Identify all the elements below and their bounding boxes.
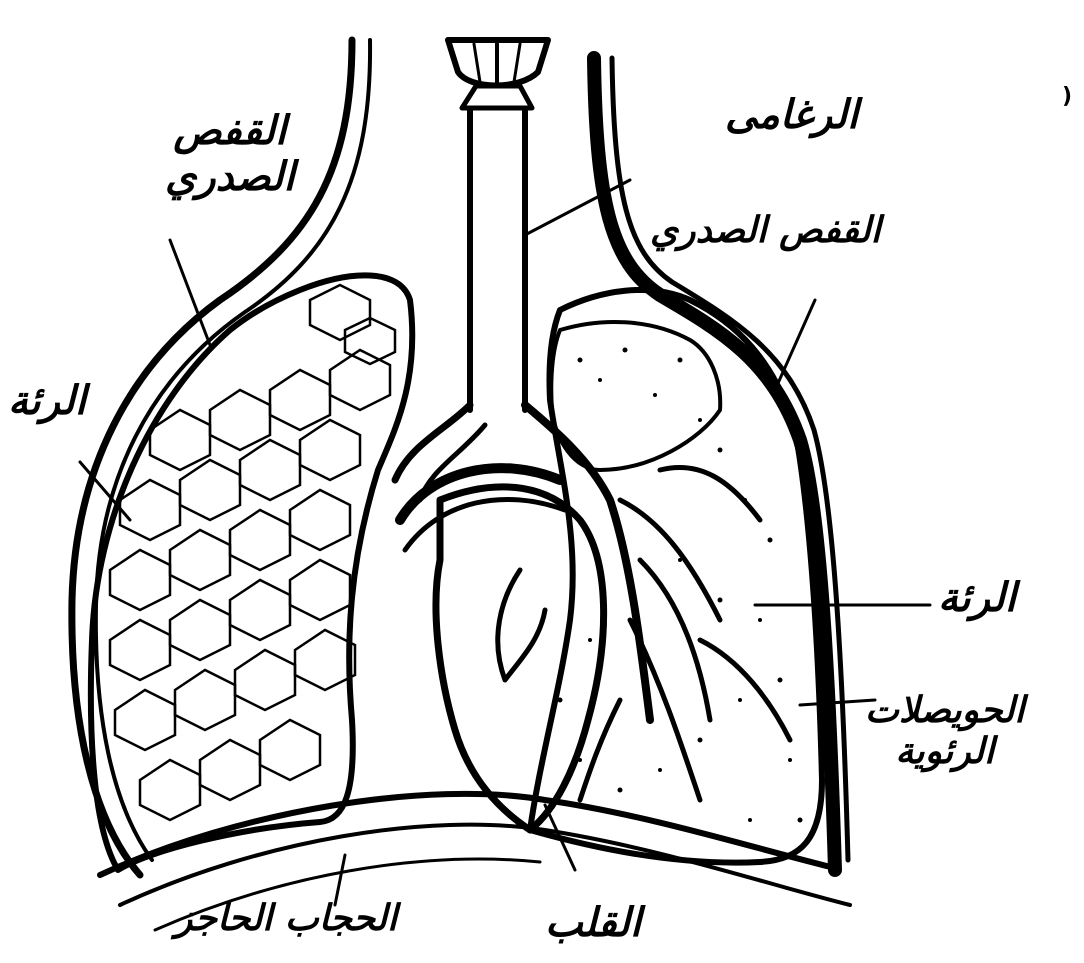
- label-lung-right: الرئة: [938, 575, 1016, 621]
- label-heart: القلب: [545, 900, 641, 946]
- right-lung: [530, 290, 822, 863]
- right-bronchus: [525, 405, 650, 720]
- label-thoracic-cage-right: القفص الصدري: [650, 210, 881, 251]
- right-thoracic-wall-inner: [612, 58, 848, 860]
- pointer-thoracic-right: [775, 300, 815, 390]
- label-thoracic-cage-left-line1: القفص: [165, 108, 295, 154]
- label-alveoli-line2: الرئوية: [865, 731, 1024, 772]
- corner-mark: ): [1062, 84, 1072, 109]
- label-lung-left: الرئة: [8, 378, 86, 424]
- label-alveoli: الحويصلات الرئوية: [865, 690, 1024, 773]
- pointer-thoracic-left: [170, 240, 210, 345]
- label-thoracic-cage-left: القفص الصدري: [165, 108, 295, 200]
- label-diaphragm: الحجاب الحاجز: [175, 898, 397, 939]
- pointer-alveoli: [800, 700, 875, 705]
- label-alveoli-line1: الحويصلات: [865, 690, 1024, 731]
- label-thoracic-cage-left-line2: الصدري: [165, 154, 295, 200]
- right-lung-texture: [558, 348, 803, 823]
- trachea-tube: [470, 110, 525, 410]
- label-trachea: الرغامى: [725, 92, 858, 138]
- left-bronchus: [395, 405, 470, 480]
